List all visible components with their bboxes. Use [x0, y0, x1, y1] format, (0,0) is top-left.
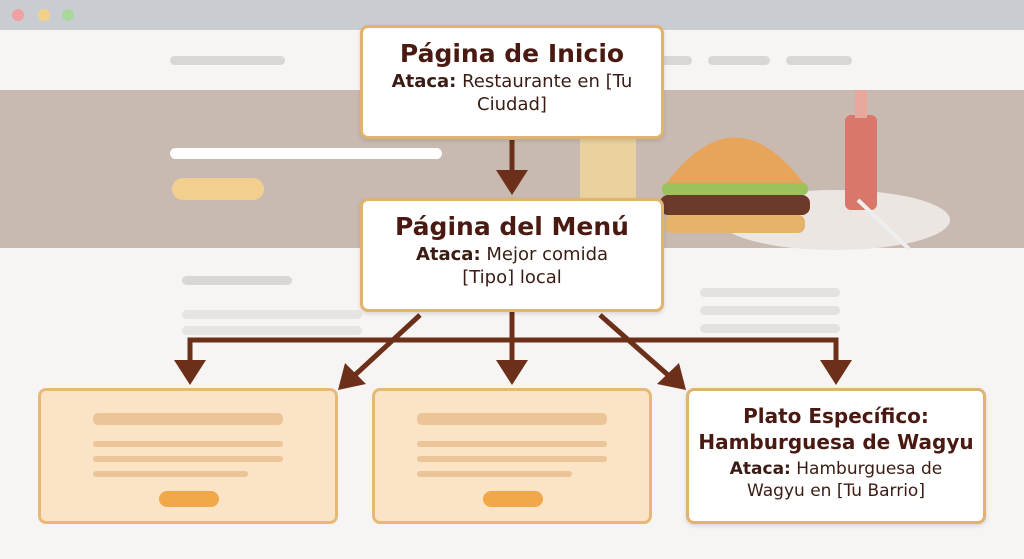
attack-label: Ataca:	[729, 459, 791, 479]
attack-keyword: Restaurante en [Tu Ciudad]	[462, 71, 633, 115]
content-placeholder	[182, 276, 292, 285]
node-title: Página de Inicio	[399, 39, 625, 68]
content-placeholder	[700, 306, 840, 315]
attack-keyword: Hamburguesa de Wagyu en [Tu Barrio]	[747, 459, 943, 501]
placeholder-page-card	[38, 388, 338, 524]
minimize-dot-icon	[38, 9, 50, 21]
hero-headline-placeholder	[170, 148, 442, 159]
attack-label: Ataca:	[391, 71, 457, 92]
node-dish-page: Plato Específico: Hamburguesa de Wagyu A…	[686, 388, 986, 524]
maximize-dot-icon	[62, 9, 74, 21]
burger-illustration	[580, 90, 950, 250]
node-title: Plato Específico: Hamburguesa de Wagyu	[698, 404, 974, 454]
placeholder-page-card	[372, 388, 652, 524]
content-placeholder	[700, 324, 840, 333]
node-home-page: Página de Inicio Ataca: Restaurante en […	[360, 25, 664, 139]
nav-placeholder	[170, 56, 285, 65]
attack-keyword: Mejor comida [Tipo] local	[462, 244, 609, 288]
node-title: Página del Menú	[395, 212, 629, 241]
nav-placeholder	[708, 56, 770, 65]
content-placeholder	[700, 288, 840, 297]
content-placeholder	[182, 326, 362, 335]
attack-label: Ataca:	[415, 244, 481, 265]
node-menu-page: Página del Menú Ataca: Mejor comida [Tip…	[360, 198, 664, 312]
close-dot-icon	[12, 9, 24, 21]
hero-button-placeholder	[172, 178, 264, 200]
content-placeholder	[182, 310, 362, 319]
nav-placeholder	[786, 56, 852, 65]
